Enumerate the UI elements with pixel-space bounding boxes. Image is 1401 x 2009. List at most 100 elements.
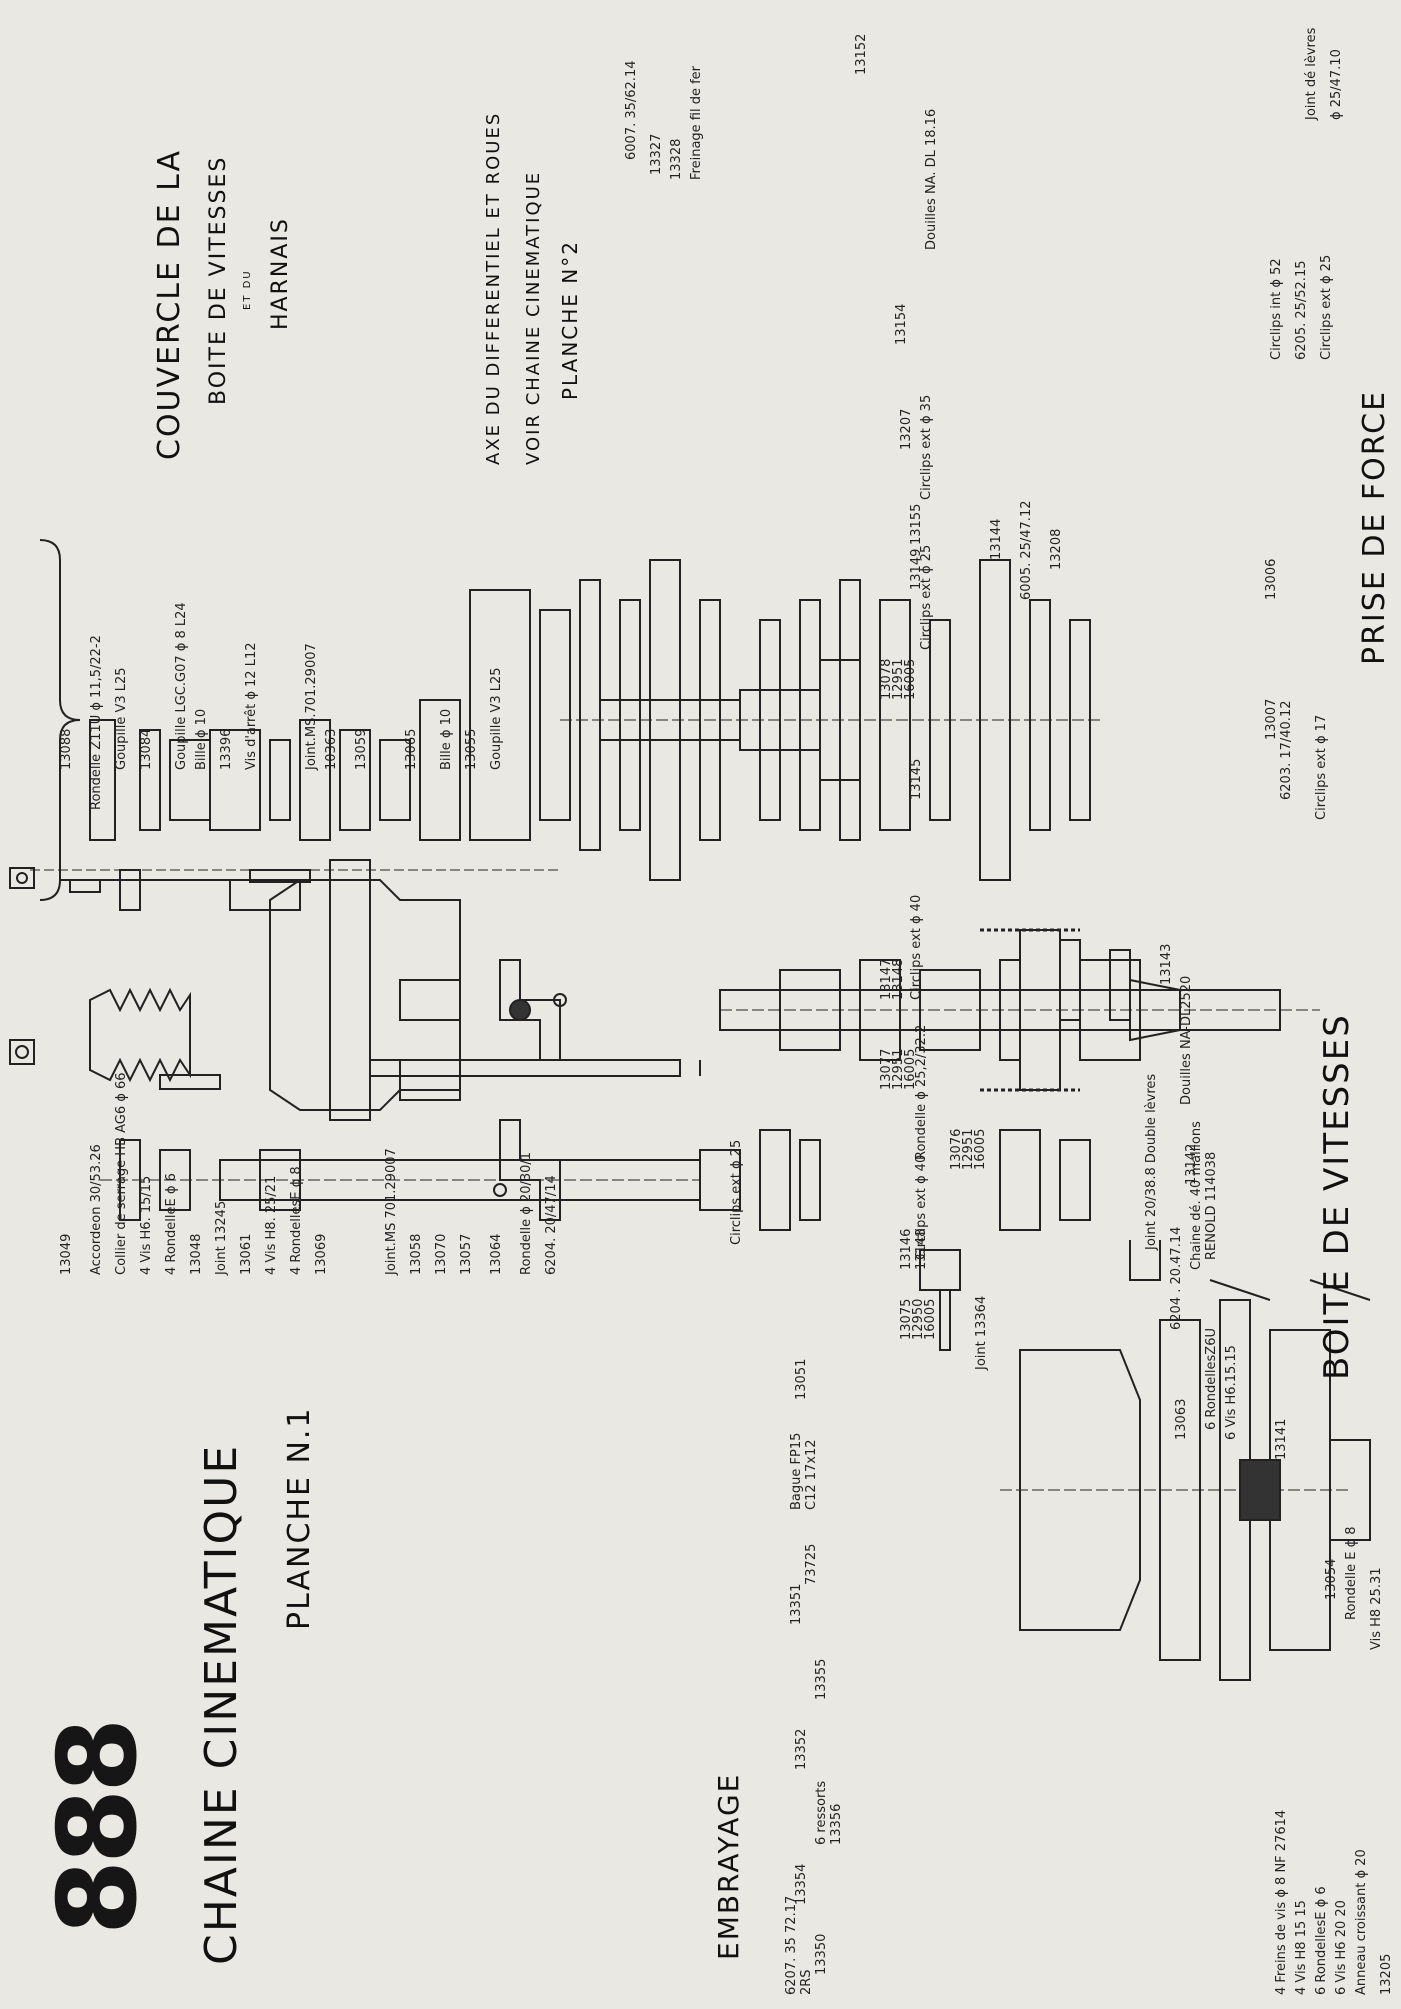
part-label-l112: 13205 <box>1379 1953 1394 1995</box>
selector-rod <box>369 1059 681 1077</box>
part-label-l59: 16005 <box>973 1128 988 1170</box>
part-label-l105: 6207. 35 72.17 <box>784 1895 799 1995</box>
part-label-l69: 6005. 25/47.12 <box>1019 500 1034 601</box>
section-cover-2: BOITE DE VITESSES <box>206 155 231 405</box>
part-label-l94: Bague FP15 <box>789 1432 804 1510</box>
part-label-l81: 13007 <box>1264 698 1279 740</box>
part-label-l63: Circlips ext ϕ 25 <box>729 1139 744 1245</box>
part-label-l9: 4 Vis H8. 25/21 <box>264 1175 279 1275</box>
part-label-l75: Chaine dé. 40 maillons <box>1189 1121 1204 1270</box>
part-label-l74: Joint 20/38.8 Double lèvres <box>1144 1073 1159 1250</box>
part-label-l36: 13328 <box>669 138 684 180</box>
part-13049 <box>9 1039 35 1065</box>
part-label-l1: 13049 <box>59 1233 74 1275</box>
collar <box>159 1074 221 1090</box>
part-label-l98: 13351 <box>789 1583 804 1625</box>
part-label-l102: 13356 <box>829 1803 844 1845</box>
part-label-l106: 2RS <box>799 1969 814 1995</box>
part-label-l7: Joint 13245 <box>214 1200 229 1275</box>
gear-stack <box>469 559 1091 881</box>
part-label-l92: Rondelle E ϕ 8 <box>1344 1526 1359 1620</box>
part-label-l3: Collier de serrage HB AG6 ϕ 66 <box>114 1072 129 1275</box>
part-label-l35: 13327 <box>649 133 664 175</box>
part-label-l51: 13148 <box>891 958 906 1000</box>
part-label-l62: 13148 <box>914 1228 929 1270</box>
part-label-l30: 13065 <box>404 728 419 770</box>
part-label-l37: Freinage fil de fer <box>689 65 704 180</box>
section-cover: COUVERCLE DE LA <box>152 148 187 460</box>
part-label-l5: 4 RondelleE ϕ 6 <box>164 1173 179 1275</box>
part-label-l15: 13057 <box>459 1233 474 1275</box>
part-label-l77: 6204 . 20.47.14 <box>1169 1226 1184 1330</box>
chain <box>980 928 1080 1092</box>
part-label-l79: 6 Vis H6.15.15 <box>1224 1345 1239 1440</box>
part-label-l93: Vis H8 25.31 <box>1369 1567 1384 1650</box>
part-label-l84: 13006 <box>1264 558 1279 600</box>
part-13088 <box>9 867 35 889</box>
section-cover-3: HARNAIS <box>268 217 293 330</box>
part-label-l18: 6204. 20/47/14 <box>544 1175 559 1275</box>
part-label-l90: 13141 <box>1274 1418 1289 1460</box>
part-label-l87: Circlips ext ϕ 25 <box>1319 254 1334 360</box>
part-label-l17: Rondelle ϕ 20/30/1 <box>519 1151 534 1275</box>
plate-number: PLANCHE N.1 <box>282 1406 317 1630</box>
part-label-l39: Douilles NA. DL 18.16 <box>924 108 939 250</box>
part-label-l88: Joint dé lèvres <box>1304 27 1319 120</box>
part-label-l101: 6 ressorts <box>814 1780 829 1845</box>
model-number: 888 <box>36 1721 161 1935</box>
part-label-l97: 73725 <box>804 1543 819 1585</box>
part-label-l43: 13155 <box>909 503 924 545</box>
part-label-l99: 13355 <box>814 1658 829 1700</box>
part-label-l27: Joint.MS.701.29007 <box>304 643 319 770</box>
part-label-l19: 13088 <box>59 728 74 770</box>
part-label-l56: Rondelle ϕ 25,2/32.2 <box>914 1024 929 1160</box>
part-label-l20: Rondelle Z11U ϕ 11,5/22-2 <box>89 635 104 810</box>
part-label-l83: Circlips ext ϕ 17 <box>1314 714 1329 820</box>
part-label-l85: Circlips int ϕ 52 <box>1269 258 1284 360</box>
section-prise-de-force: PRISE DE FORCE <box>1357 389 1392 665</box>
section-axe-2: VOIR CHAINE CINEMATIQUE <box>523 170 544 465</box>
part-label-l72: Douilles NA-DL2520 <box>1179 975 1194 1105</box>
part-label-l89: ϕ 25/47.10 <box>1329 49 1344 120</box>
part-label-l34: 6007. 35/62.14 <box>624 60 639 161</box>
part-label-l32: 13055 <box>464 728 479 770</box>
part-label-l91: 13054 <box>1324 1558 1339 1600</box>
part-label-l52: Circlips ext ϕ 40 <box>909 894 924 1000</box>
part-label-l42: Circlips ext ϕ 35 <box>919 394 934 500</box>
part-label-l110: 6 Vis H6 20 20 <box>1334 1900 1349 1995</box>
part-label-l61: 13146 <box>899 1228 914 1270</box>
part-label-l21: Goupille V3 L25 <box>114 667 129 770</box>
part-label-l68: 13144 <box>989 518 1004 560</box>
part-label-l31: Bille ϕ 10 <box>439 708 454 770</box>
part-label-l76: RENOLD 114038 <box>1204 1151 1219 1260</box>
part-label-l78: 6 RondellesZ6U <box>1204 1328 1219 1430</box>
group-brace <box>39 539 81 901</box>
clutch-fork <box>1129 1240 1161 1281</box>
part-label-l80: 13063 <box>1174 1398 1189 1440</box>
section-boite-vitesses: BOITE DE VITESSES <box>1317 1013 1357 1380</box>
title-chaine-cinematique: CHAINE CINEMATIQUE <box>196 1443 247 1965</box>
part-label-l47: 16005 <box>903 658 918 700</box>
part-label-l10: 4 RondellesE ϕ 8 <box>289 1166 304 1275</box>
part-label-l26: Vis d'arrêt ϕ 12 L12 <box>244 642 259 771</box>
part-label-l13: 13058 <box>409 1233 424 1275</box>
part-label-l104: 13350 <box>814 1933 829 1975</box>
part-label-l2: Accordeon 30/53.26 <box>89 1144 104 1275</box>
part-label-l14: 13070 <box>434 1233 449 1275</box>
part-label-l33: Goupille V3 L25 <box>489 667 504 770</box>
shift-fork-2 <box>499 1119 561 1221</box>
part-label-l41: 13207 <box>899 408 914 450</box>
part-label-l100: 13352 <box>794 1728 809 1770</box>
part-label-l67: Joint 13364 <box>974 1295 989 1370</box>
section-embrayage: EMBRAYAGE <box>712 1772 745 1960</box>
part-label-l6: 13048 <box>189 1233 204 1275</box>
part-label-l107: 4 Freins de vis ϕ 8 NF 27614 <box>1274 1809 1289 1995</box>
part-label-l40: 13154 <box>894 303 909 345</box>
part-label-l96: 13051 <box>794 1358 809 1400</box>
part-label-l82: 6203. 17/40.12 <box>1279 700 1294 801</box>
part-label-l29: 13059 <box>354 728 369 770</box>
part-label-l25: 13396 <box>219 728 234 770</box>
part-label-l86: 6205. 25/52.15 <box>1294 260 1309 361</box>
